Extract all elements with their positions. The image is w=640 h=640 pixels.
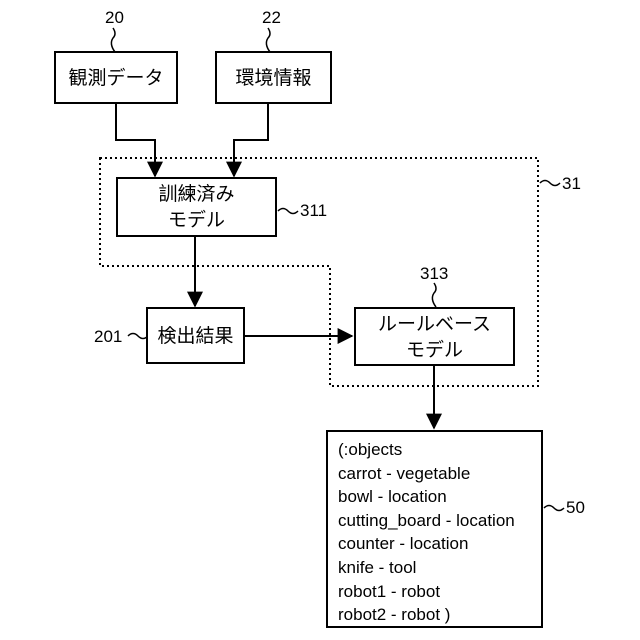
leader-201 <box>128 334 148 339</box>
leader-22 <box>266 28 270 52</box>
ref-201: 201 <box>94 327 122 347</box>
objects-line: robot1 - robot <box>338 580 541 604</box>
detection-result-box: 検出結果 <box>146 307 245 364</box>
ref-313: 313 <box>420 264 448 284</box>
objects-line: (:objects <box>338 438 541 462</box>
ref-311: 311 <box>300 201 327 221</box>
ref-22: 22 <box>262 8 281 28</box>
observation-data-box: 観測データ <box>54 51 178 104</box>
leader-311 <box>278 209 298 214</box>
rule-based-model-box: ルールベース モデル <box>354 307 515 366</box>
leader-20 <box>111 28 115 52</box>
objects-output-box: (:objects carrot - vegetable bowl - loca… <box>326 430 543 628</box>
objects-line: knife - tool <box>338 556 541 580</box>
trained-model-label-line2: モデル <box>168 207 225 233</box>
arrow-observation-to-model <box>116 104 155 176</box>
objects-line: counter - location <box>338 532 541 556</box>
detection-result-label: 検出結果 <box>157 323 233 349</box>
objects-line: cutting_board - location <box>338 509 541 533</box>
leader-50 <box>544 506 564 511</box>
objects-line: robot2 - robot ) <box>338 603 541 627</box>
environment-info-box: 環境情報 <box>215 51 332 104</box>
objects-line: carrot - vegetable <box>338 462 541 486</box>
arrow-environment-to-model <box>234 104 268 176</box>
objects-line: bowl - location <box>338 485 541 509</box>
leader-31 <box>540 181 560 186</box>
ref-20: 20 <box>105 8 124 28</box>
trained-model-box: 訓練済み モデル <box>116 177 277 237</box>
trained-model-label-line1: 訓練済み <box>158 181 234 207</box>
observation-data-label: 観測データ <box>68 65 163 91</box>
rule-based-model-label-line2: モデル <box>406 337 463 363</box>
ref-31: 31 <box>562 174 581 194</box>
leader-313 <box>432 283 436 307</box>
ref-50: 50 <box>566 498 585 518</box>
rule-based-model-label-line1: ルールベース <box>378 311 491 337</box>
environment-info-label: 環境情報 <box>235 65 311 91</box>
